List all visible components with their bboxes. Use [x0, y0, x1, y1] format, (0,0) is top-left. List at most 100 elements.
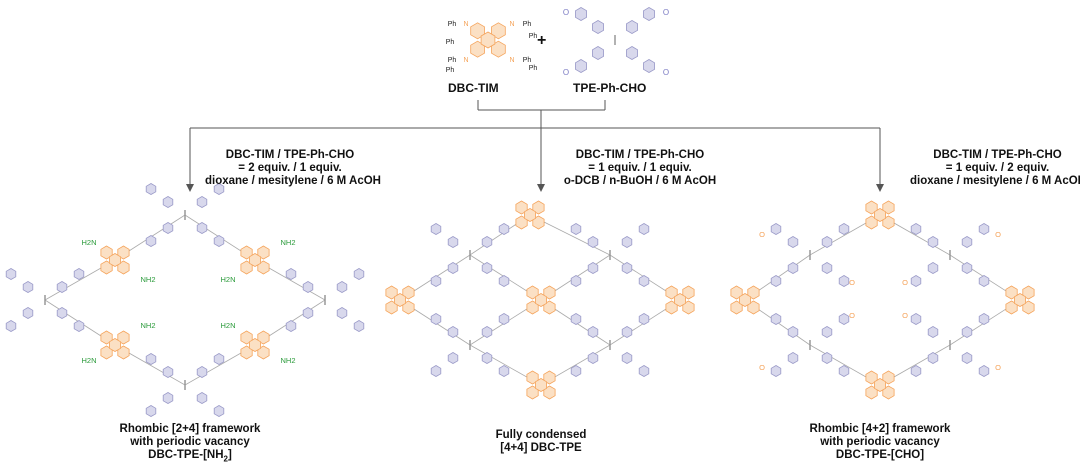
tpe-ring [838, 275, 850, 287]
cond-ratio: = 1 equiv. / 1 equiv. [588, 162, 692, 174]
product-title: Rhombic [2+4] framework [119, 423, 261, 435]
dbc-ring [543, 370, 556, 385]
tpe-ring [570, 365, 582, 377]
tpe-ring [575, 7, 587, 21]
tpe-ring [638, 275, 650, 287]
tpe-ring [961, 236, 973, 248]
tpe-ring [498, 365, 510, 377]
tpe-ring [978, 365, 990, 377]
dbc-ring [240, 245, 253, 260]
tpe-ring [770, 365, 782, 377]
end-group-label: H2N [220, 321, 235, 330]
product-name-end: ] [228, 449, 232, 461]
dbc-ring [882, 370, 895, 385]
product-middle-caption: Fully condensed [4+4] DBC-TPE [451, 429, 631, 455]
tpe-ring [621, 352, 633, 364]
tpe-ring [336, 307, 348, 319]
tpe-ring [821, 262, 833, 274]
dbc-ring [100, 330, 113, 345]
tpe-ring [643, 7, 655, 21]
tpe-ring [162, 196, 174, 208]
phenyl-label: Ph [446, 39, 455, 46]
tpe-ring [587, 326, 599, 338]
tpe-ring [978, 275, 990, 287]
dbc-ring [257, 245, 270, 260]
dbc-ring [543, 285, 556, 300]
end-group-label: NH2 [280, 356, 295, 365]
dbc-ring [100, 245, 113, 260]
tpe-ring [927, 326, 939, 338]
end-group-label: O [759, 230, 765, 239]
dbc-ring [535, 378, 547, 392]
nitrogen-label: N [463, 21, 468, 28]
cond-ratio-label: DBC-TIM / TPE-Ph-CHO [933, 149, 1062, 161]
dbc-ring [109, 253, 121, 267]
tpe-ring [770, 275, 782, 287]
aldehyde-o-label: O [663, 68, 669, 77]
tpe-ring [353, 268, 365, 280]
tpe-ring [481, 262, 493, 274]
product-left-caption: Rhombic [2+4] framework with periodic va… [100, 423, 280, 465]
tpe-ring [626, 46, 638, 60]
tpe-ring [927, 352, 939, 364]
cond-ratio: = 2 equiv. / 1 equiv. [238, 162, 342, 174]
end-group-label: O [849, 278, 855, 287]
aldehyde-o-label: O [563, 8, 569, 17]
tpe-ring [430, 223, 442, 235]
tpe-ring [196, 392, 208, 404]
tpe-ring [22, 281, 34, 293]
dbc-ring [117, 245, 130, 260]
product-subtitle: with periodic vacancy [820, 436, 940, 448]
tpe-ring [162, 392, 174, 404]
phenyl-label: Ph [446, 67, 455, 74]
tpe-ring [447, 352, 459, 364]
tpe-ring [961, 262, 973, 274]
dbc-ring [480, 31, 496, 49]
dbc-ring [1005, 285, 1018, 300]
tpe-ring [910, 275, 922, 287]
dbc-ring [865, 370, 878, 385]
tpe-ring [481, 326, 493, 338]
dbc-ring [535, 293, 547, 307]
dbc-ring [882, 200, 895, 215]
tpe-ring [570, 275, 582, 287]
dbc-ring [674, 293, 686, 307]
tpe-ring [56, 307, 68, 319]
conditions-middle: DBC-TIM / TPE-Ph-CHO = 1 equiv. / 1 equi… [555, 149, 725, 188]
dbc-ring [491, 22, 506, 40]
tpe-ring [162, 366, 174, 378]
arrow-head [186, 184, 194, 192]
tpe-ring [22, 307, 34, 319]
product-right-caption: Rhombic [4+2] framework with periodic va… [790, 423, 970, 462]
phenyl-label: Ph [529, 33, 538, 40]
tpe-ring [73, 268, 85, 280]
end-group-label: NH2 [140, 321, 155, 330]
tpe-ring [213, 353, 225, 365]
dbc-ring [1022, 285, 1035, 300]
tpe-ring [910, 313, 922, 325]
dbc-ring [747, 285, 760, 300]
tpe-ring [196, 222, 208, 234]
phenyl-label: Ph [523, 21, 532, 28]
tpe-ring [587, 236, 599, 248]
dbc-ring [109, 338, 121, 352]
tpe-ring [145, 353, 157, 365]
tpe-ring [447, 236, 459, 248]
tpe-ring [285, 320, 297, 332]
dbc-ring [248, 338, 262, 352]
dbc-ring [240, 330, 253, 345]
reactant-dbc-tim-label: DBC-TIM [448, 81, 499, 95]
tpe-ring [498, 223, 510, 235]
tpe-ring [73, 320, 85, 332]
dbc-ring [874, 378, 886, 392]
aldehyde-o-label: O [663, 8, 669, 17]
end-group-label: O [849, 311, 855, 320]
tpe-ring [961, 352, 973, 364]
cond-solvent: o-DCB / n-BuOH / 6 M AcOH [563, 175, 717, 187]
dbc-ring [526, 370, 539, 385]
tpe-ring [961, 326, 973, 338]
tpe-ring [302, 307, 314, 319]
aldehyde-o-label: O [563, 68, 569, 77]
cond-ratio: = 1 equiv. / 2 equiv. [945, 162, 1050, 174]
